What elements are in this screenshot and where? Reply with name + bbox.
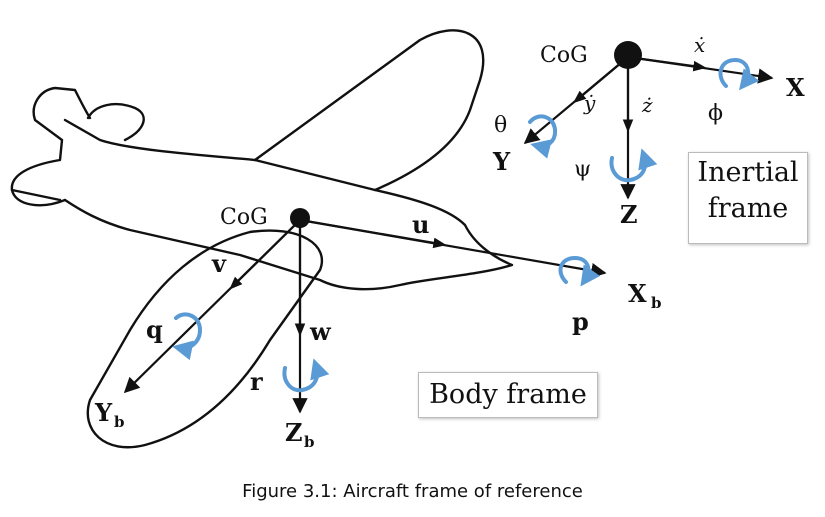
r-rotation-icon [282, 358, 330, 393]
u-midarrow [299, 218, 447, 249]
phi-label: ϕ [708, 101, 723, 126]
phi-rotation-icon [718, 57, 760, 91]
zdot-label: ż [641, 93, 653, 117]
r-label: r [250, 367, 263, 396]
p-rotation-icon [558, 255, 601, 287]
yb-label: Y b [94, 398, 125, 431]
xb-label: X b [628, 279, 662, 312]
x-label: X [786, 73, 805, 102]
svg-text:b: b [114, 413, 125, 431]
y-label: Y [492, 147, 511, 176]
z-label: Z [620, 200, 638, 229]
u-label: u [412, 210, 429, 239]
psi-label: ψ [574, 157, 591, 182]
inertial-rotation-arrows [528, 57, 760, 183]
q-label: q [146, 315, 163, 344]
p-label: p [572, 307, 589, 336]
svg-text:Z: Z [285, 418, 303, 447]
inertial-frame-title-line2: frame [707, 193, 789, 224]
inertial-frame-box: Inertial frame [688, 152, 808, 244]
body-cog-label: CoG [220, 205, 268, 230]
svg-text:b: b [304, 433, 315, 451]
body-axes [123, 218, 607, 414]
aircraft-outline [10, 29, 514, 449]
theta-label: θ [494, 113, 507, 138]
w-label: w [309, 317, 332, 346]
inertial-cog-dot [614, 41, 642, 69]
body-cog-dot [290, 208, 310, 228]
xdot-label: ẋ [694, 33, 705, 57]
v-label: v [211, 249, 227, 278]
ydot-label: ẏ [583, 91, 596, 115]
svg-text:b: b [651, 294, 662, 312]
theta-rotation-icon [528, 114, 558, 159]
psi-rotation-icon [609, 148, 658, 183]
inertial-frame-title-line1: Inertial [697, 157, 799, 188]
q-rotation-icon [172, 312, 203, 361]
svg-text:Y: Y [94, 398, 113, 427]
body-frame-title: Body frame [429, 379, 587, 410]
v-midarrow [229, 219, 301, 290]
inertial-cog-label: CoG [540, 43, 588, 68]
body-rotation-arrows [172, 255, 601, 393]
figure-caption: Figure 3.1: Aircraft frame of reference [242, 481, 583, 502]
body-frame-box: Body frame [418, 372, 598, 418]
svg-text:X: X [628, 279, 647, 308]
zb-label: Z b [285, 418, 315, 451]
